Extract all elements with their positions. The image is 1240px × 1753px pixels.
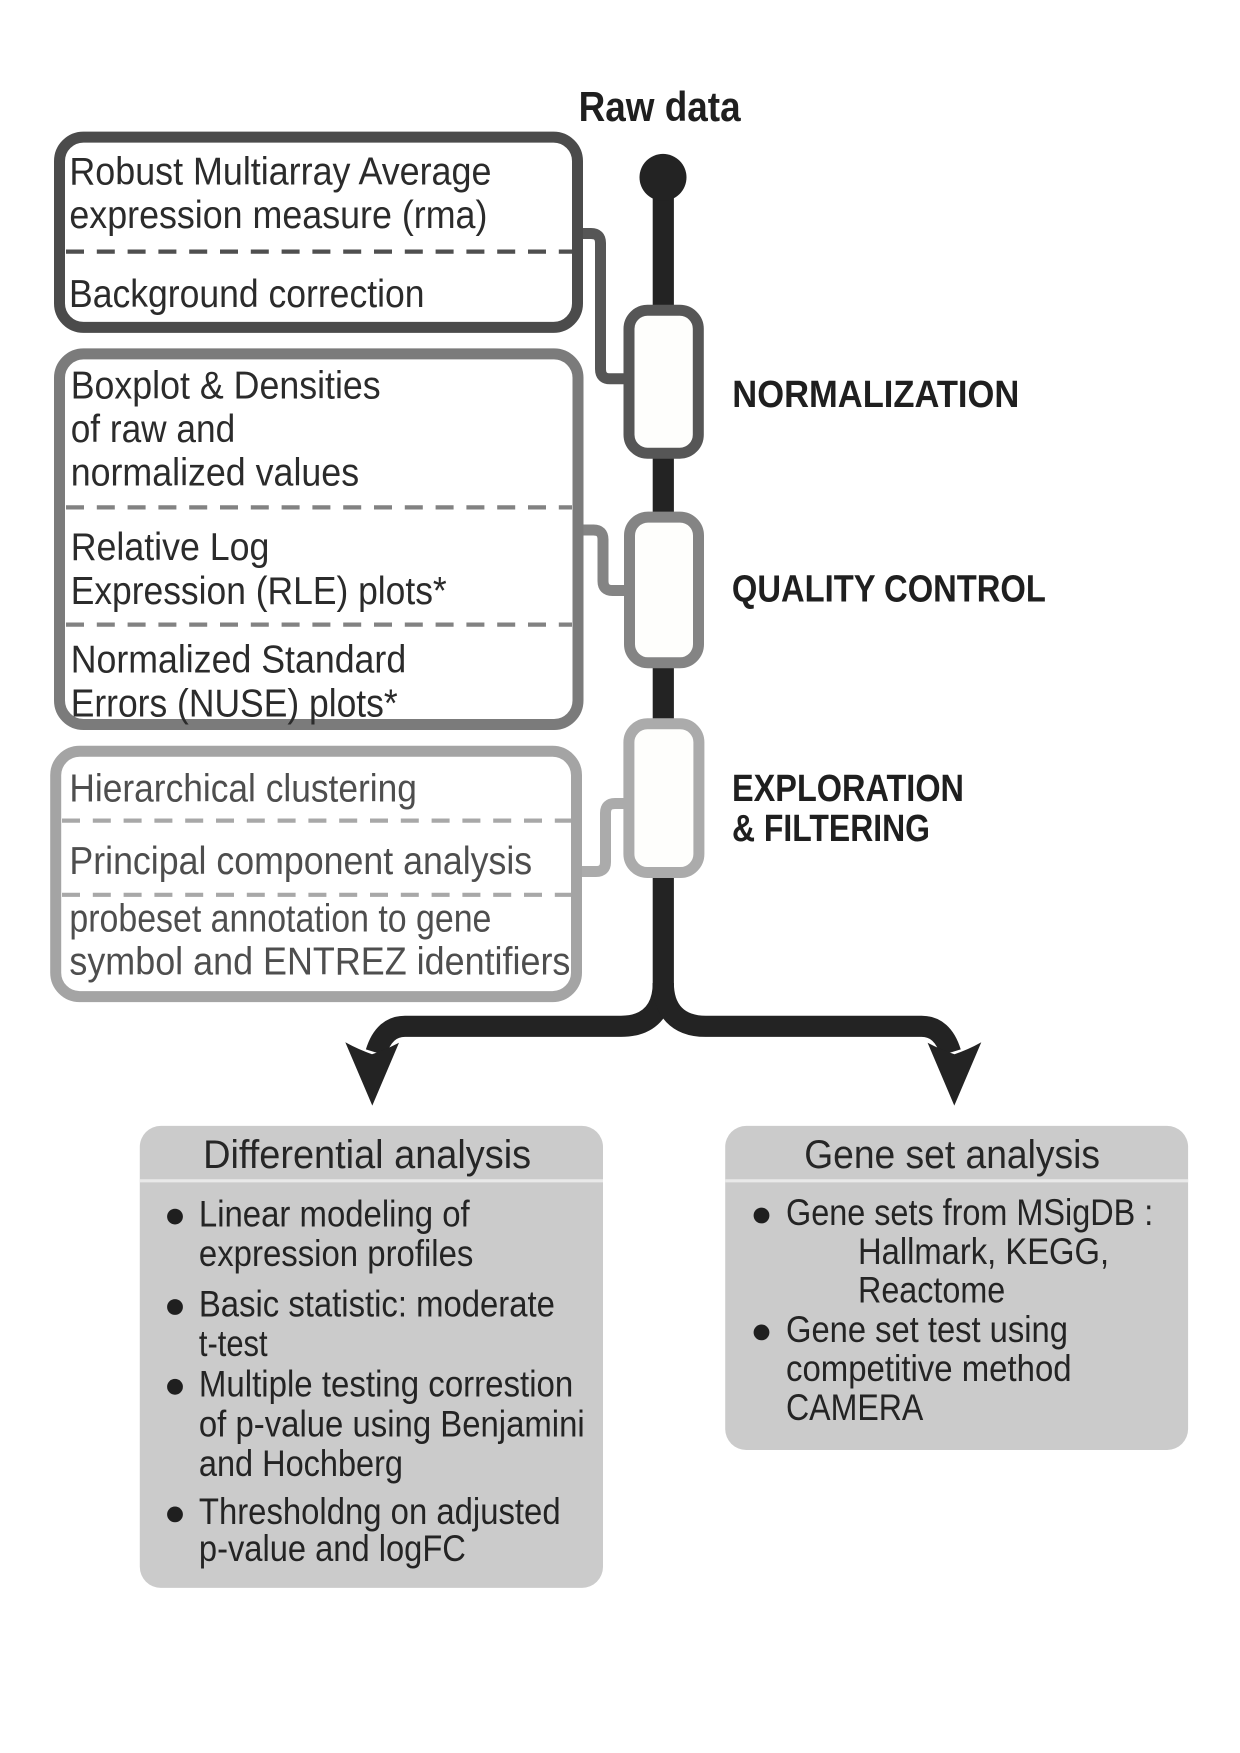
svg-text:expression measure (rma): expression measure (rma) <box>69 194 487 237</box>
svg-text:of p-value using Benjamini: of p-value using Benjamini <box>199 1403 585 1445</box>
svg-text:Errors (NUSE) plots*: Errors (NUSE) plots* <box>71 682 398 725</box>
svg-text:Background correction: Background correction <box>69 273 425 316</box>
svg-text:Robust Multiarray Average: Robust Multiarray Average <box>69 150 491 193</box>
svg-text:Gene sets from MSigDB :: Gene sets from MSigDB : <box>786 1191 1153 1233</box>
svg-text:Hallmark, KEGG,: Hallmark, KEGG, <box>858 1230 1109 1272</box>
svg-text:Relative Log: Relative Log <box>71 526 270 569</box>
svg-text:EXPLORATION: EXPLORATION <box>732 768 964 810</box>
svg-text:and Hochberg: and Hochberg <box>199 1442 403 1484</box>
svg-text:Basic statistic: moderate: Basic statistic: moderate <box>199 1283 555 1325</box>
svg-text:Multiple testing correstion: Multiple testing correstion <box>199 1363 573 1405</box>
svg-text:& FILTERING: & FILTERING <box>732 808 930 850</box>
svg-text:NORMALIZATION: NORMALIZATION <box>732 374 1019 416</box>
svg-text:Linear modeling of: Linear modeling of <box>199 1192 470 1234</box>
svg-text:probeset annotation to gene: probeset annotation to gene <box>69 898 491 941</box>
svg-text:normalized values: normalized values <box>71 452 359 495</box>
svg-text:Boxplot & Densities: Boxplot & Densities <box>71 364 381 407</box>
svg-text:Hierarchical clustering: Hierarchical clustering <box>69 767 417 810</box>
svg-text:Differential analysis: Differential analysis <box>203 1133 531 1177</box>
svg-text:of raw and: of raw and <box>71 408 236 451</box>
svg-text:Normalized Standard: Normalized Standard <box>71 638 407 681</box>
svg-text:competitive method: competitive method <box>786 1347 1072 1389</box>
svg-text:Principal component analysis: Principal component analysis <box>69 840 532 883</box>
svg-text:Reactome: Reactome <box>858 1269 1005 1311</box>
svg-text:t-test: t-test <box>199 1322 268 1364</box>
svg-text:CAMERA: CAMERA <box>786 1386 923 1428</box>
svg-text:QUALITY CONTROL: QUALITY CONTROL <box>732 569 1046 611</box>
svg-text:Raw data: Raw data <box>579 83 742 130</box>
svg-text:Thresholdng on adjusted: Thresholdng on adjusted <box>199 1490 561 1532</box>
svg-text:symbol and ENTREZ identifiers: symbol and ENTREZ identifiers <box>69 940 570 983</box>
svg-text:Expression (RLE) plots*: Expression (RLE) plots* <box>71 570 447 613</box>
svg-text:expression profiles: expression profiles <box>199 1232 474 1274</box>
svg-text:p-value and logFC: p-value and logFC <box>199 1527 466 1569</box>
svg-text:Gene set analysis: Gene set analysis <box>804 1133 1100 1177</box>
svg-text:Gene set test using: Gene set test using <box>786 1308 1068 1350</box>
